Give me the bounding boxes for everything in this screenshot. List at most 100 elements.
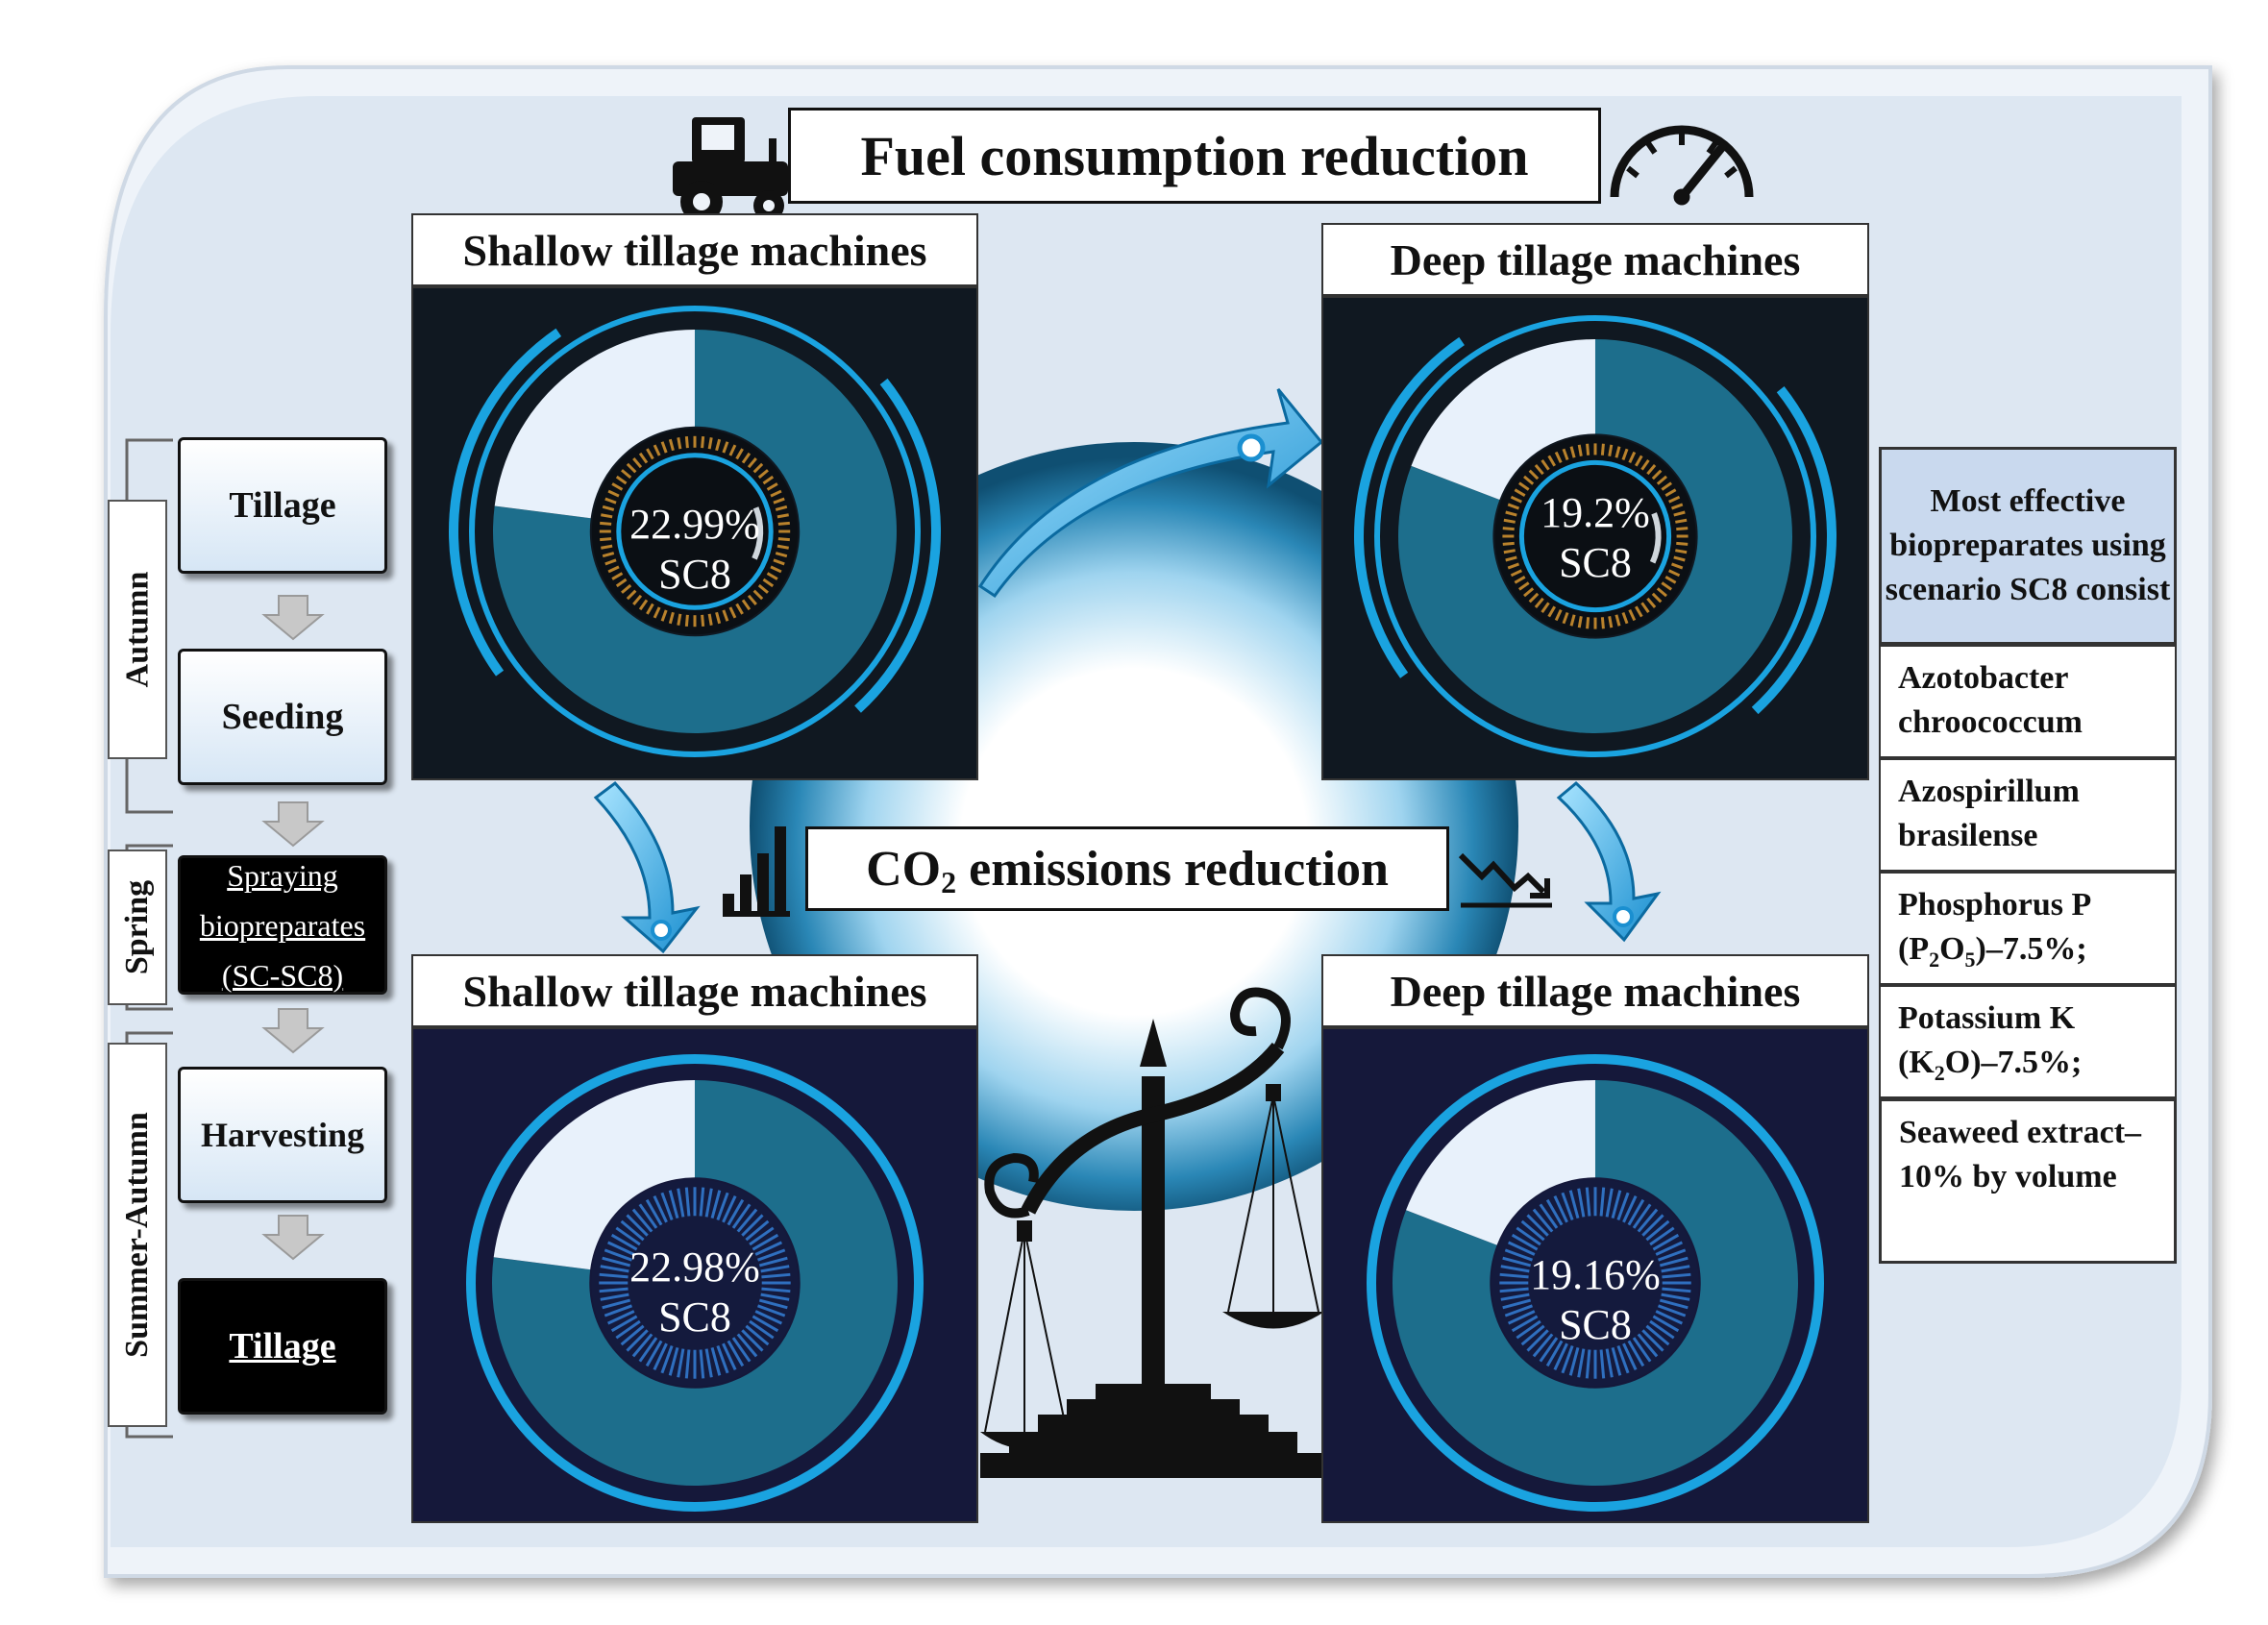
gauge-tick (1641, 1214, 1664, 1237)
gauge-tick (1661, 1293, 1690, 1301)
process-arrows (261, 595, 325, 1261)
gauge-tick (668, 611, 675, 625)
gauge-tick (600, 521, 612, 526)
gauge-tick (1668, 569, 1681, 578)
gauge-tick (620, 1324, 645, 1346)
gauge-tick (1646, 597, 1657, 608)
bio-potassium-tail: O)–7.5%; (1944, 1045, 2083, 1080)
gauge-3-scenario: SC8 (658, 1293, 731, 1341)
gauge-tick (735, 448, 744, 460)
gauge-tick (1568, 1346, 1580, 1376)
gauge-tick (1541, 459, 1550, 471)
gauge-4-chart (1367, 1054, 1824, 1512)
gauge-tick (1664, 576, 1677, 584)
gauge-tick (1514, 488, 1526, 497)
gauge-tick (747, 594, 757, 605)
gauge-tick (741, 452, 752, 464)
gauge-tick (1670, 562, 1684, 570)
gauge-tick (1646, 464, 1657, 476)
gauge-tick (604, 497, 617, 505)
gauge-tick (699, 1187, 705, 1217)
gauge-tick (626, 589, 637, 601)
gauge-tick (1655, 1310, 1684, 1325)
gauge-tick (1621, 611, 1629, 625)
step-spraying-line2: biopreparates (199, 907, 366, 943)
gauge-tick (1664, 488, 1677, 497)
gauge-tick (752, 1233, 779, 1251)
gauge-tick (1627, 1198, 1645, 1226)
gauge-tick (1562, 611, 1569, 625)
gauge-tick (1507, 1310, 1536, 1325)
gauge-tick (645, 1340, 663, 1367)
gauge-2-panel: 19.2% SC8 (1321, 296, 1869, 780)
gauge-tick (761, 1287, 791, 1293)
gauge-tick (777, 537, 790, 542)
gauge-tick (1528, 469, 1540, 480)
gauge-1-scenario: SC8 (658, 551, 731, 598)
gauge-tick (752, 589, 764, 601)
step-spraying-line3: (SC-SC8) (221, 957, 344, 993)
balance-scale-icon (980, 987, 1326, 1478)
main-title-text: Fuel consumption reduction (860, 124, 1529, 187)
gauge-tick (1632, 1203, 1652, 1229)
gauge-tick (1545, 1198, 1564, 1226)
gauge-tick (722, 441, 729, 454)
gauge-tick (1600, 443, 1605, 455)
gauge-2-value: 19.2% (1541, 489, 1650, 536)
bio-potassium-sub1: 2 (1934, 1060, 1945, 1085)
gauge-tick (677, 1348, 685, 1378)
gauge-tick (1561, 1192, 1574, 1220)
gauge-fill-segment (491, 1080, 899, 1486)
gauge-1-chart (449, 306, 941, 757)
gauge-tick (646, 603, 654, 615)
gauge-tick (1637, 1333, 1659, 1358)
gauge-inner-ring (616, 453, 774, 610)
gauge-tick (1520, 1324, 1545, 1346)
gauge-tick (758, 1298, 788, 1310)
gauge-tick (727, 1198, 745, 1226)
gauge-tick (660, 441, 668, 454)
gauge-tick (735, 603, 744, 615)
speedometer-icon (1610, 125, 1754, 206)
bio-phosphorus-open: (P (1898, 931, 1930, 967)
step-tillage-summer: Tillage (178, 1278, 387, 1415)
gauge-tick (741, 1214, 764, 1237)
gauge-tick (749, 1319, 775, 1340)
gauge-tick (1541, 602, 1550, 613)
season-spring: Spring (108, 849, 167, 1005)
bar-chart-icon (723, 826, 790, 917)
gauge-tick (610, 1233, 638, 1251)
gauge-tick (1599, 1349, 1606, 1379)
gauge-tick (1635, 455, 1643, 467)
gauge-fill-segment (1398, 339, 1792, 733)
gauge-tick (1502, 1256, 1532, 1268)
gauge-tick (1675, 549, 1688, 554)
gauge-tick (620, 1219, 645, 1242)
gauge-tick (684, 1349, 691, 1379)
gauge-tick (1569, 614, 1576, 627)
biopreparates-header-text: Most effective biopreparates using scena… (1885, 483, 2171, 607)
gauge-tick (1585, 1187, 1591, 1217)
bio-azospirillum: Azospirillum brasilense (1879, 758, 2177, 872)
gauge-tick (1645, 1219, 1670, 1242)
gauge-tick (1616, 1345, 1630, 1374)
gauge-tick (777, 544, 789, 550)
gauge-3-heading-text: Shallow tillage machines (462, 966, 927, 1016)
gauge-tick (1500, 1293, 1530, 1301)
gauge-2-chart (1354, 315, 1837, 757)
gauge-tick (600, 1265, 629, 1273)
gauge-fill-segment (1393, 1080, 1798, 1486)
gauge-tick (1651, 592, 1663, 603)
gauge-tick (1652, 1315, 1680, 1333)
gauge-tick (1507, 562, 1520, 570)
gauge-tick (1568, 1190, 1580, 1219)
gauge-tick (1662, 1272, 1691, 1279)
gauge-tick (684, 614, 689, 627)
gauge-tick (1503, 518, 1516, 524)
gauge-tick (1504, 1304, 1533, 1317)
gauge-outer-ring (1367, 1054, 1824, 1512)
gauge-tick (1649, 1226, 1675, 1246)
gauge-tick (1640, 459, 1650, 471)
gauge-tick (762, 475, 775, 485)
